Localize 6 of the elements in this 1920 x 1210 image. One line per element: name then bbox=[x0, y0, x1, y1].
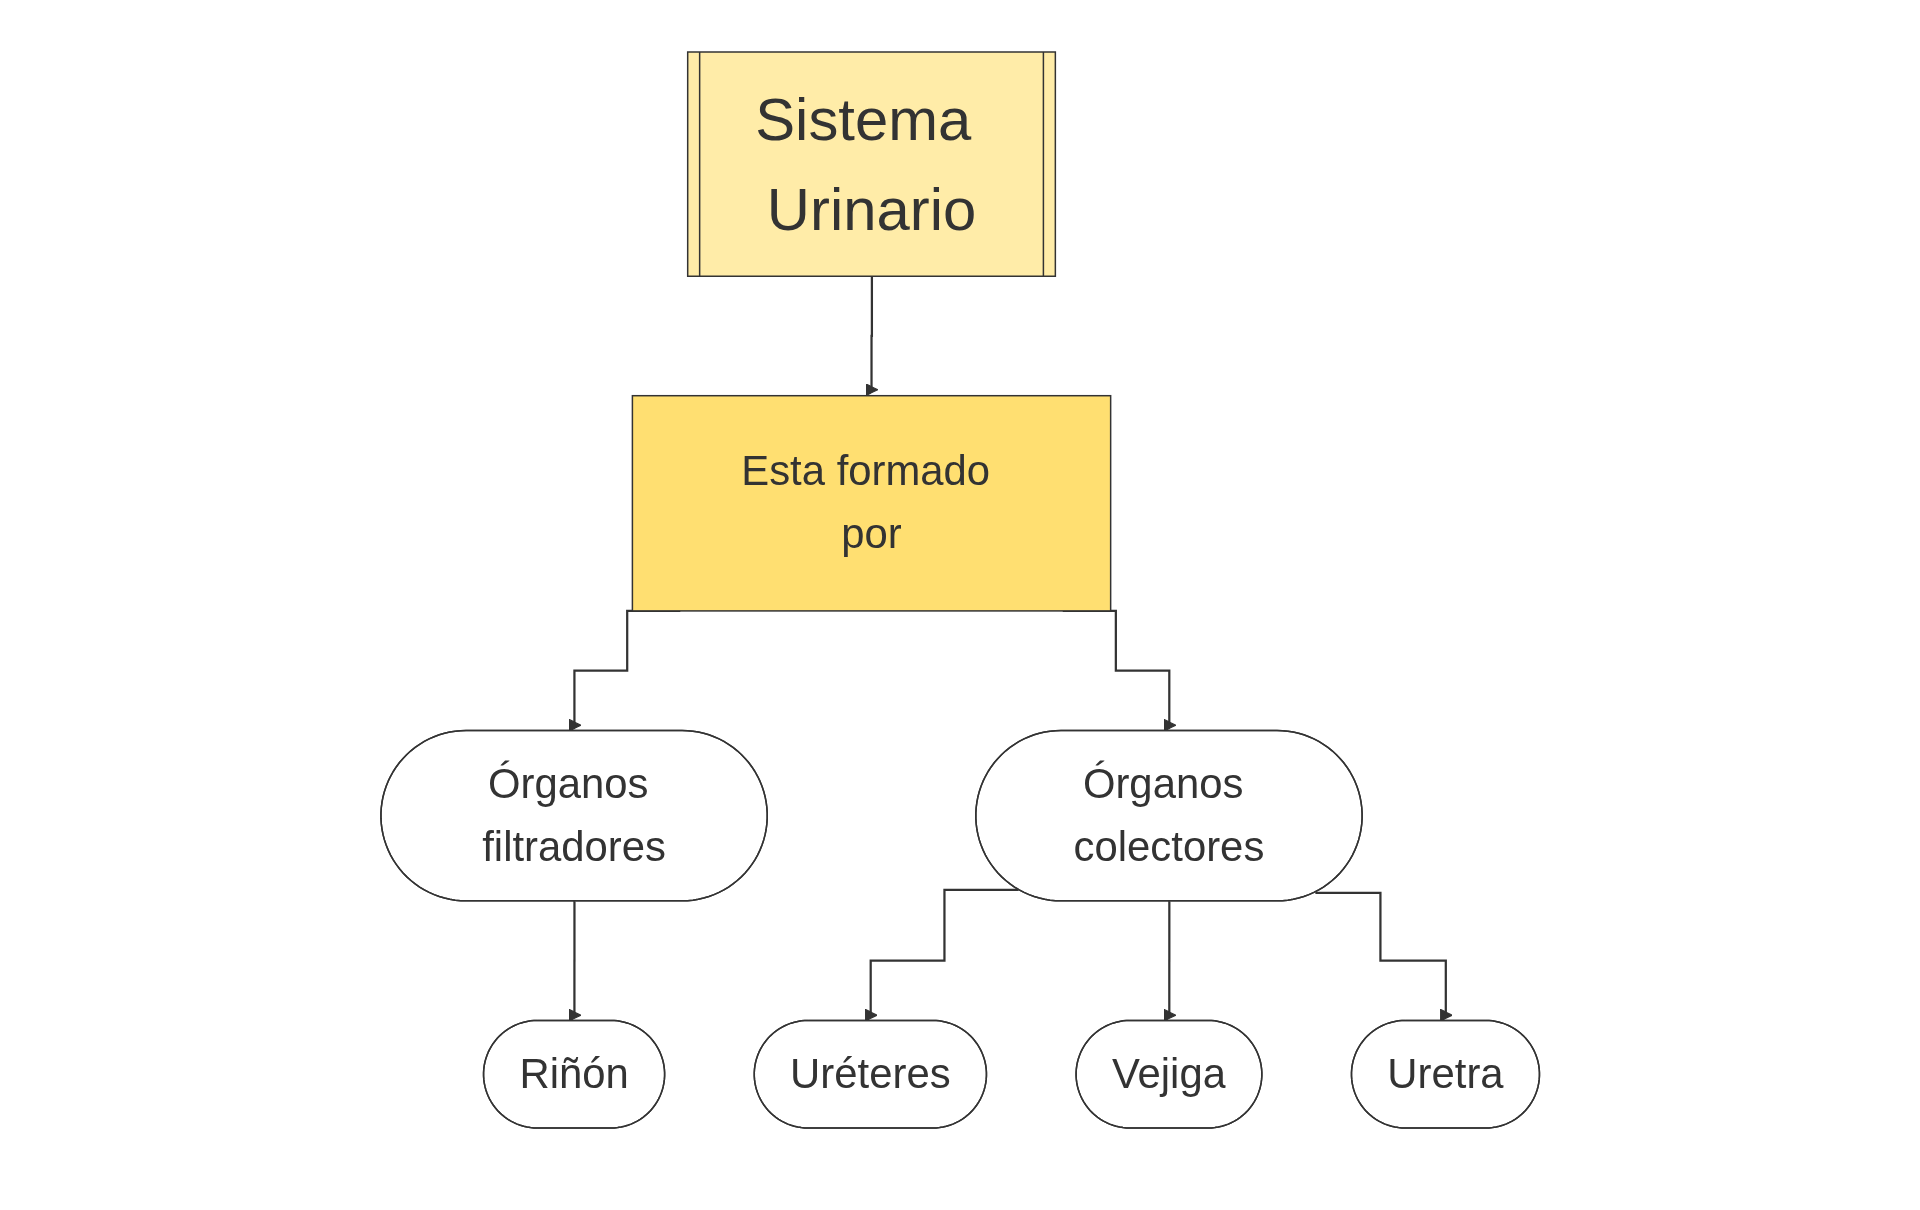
arrow bbox=[1162, 900, 1176, 1022]
arrow bbox=[568, 900, 582, 1022]
arrow bbox=[1315, 891, 1453, 1022]
arrow bbox=[864, 888, 1019, 1022]
flowchart-drawing: Sistema Urinario Esta formado por Órganos filtradores Órganos colectores Riñón Uréteres Vejiga Uretra bbox=[368, 40, 1552, 1140]
node-box bbox=[631, 394, 1112, 612]
